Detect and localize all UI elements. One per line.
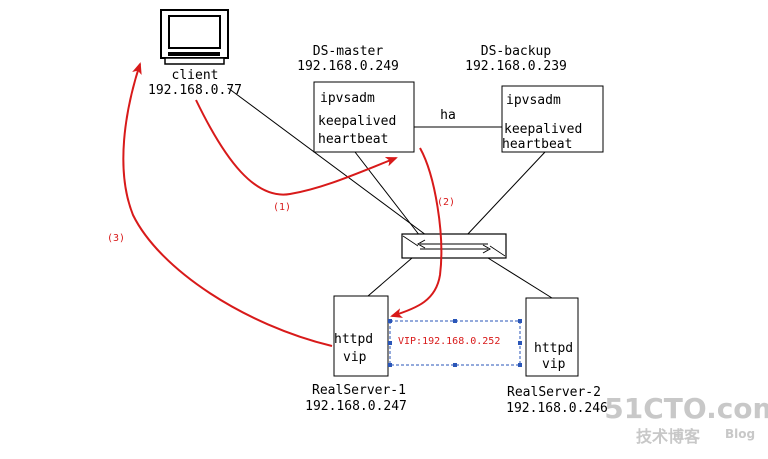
ds-master-line-3: heartbeat (318, 132, 388, 147)
rs2-line-2: vip (542, 357, 566, 372)
watermark-brand: 51CTO.com (604, 392, 768, 425)
rs2-name: RealServer-2 (507, 385, 601, 400)
client-switch-link (227, 87, 431, 239)
flow-label-2: (2) (437, 197, 455, 208)
ds-master-box (313, 81, 415, 153)
ds-backup-line-2: keepalived (504, 122, 582, 137)
ds-backup-line-1: ipvsadm (506, 93, 561, 108)
client-ip: 192.168.0.77 (148, 83, 242, 98)
ds-master-title: DS-master (313, 44, 384, 59)
watermark-sub: 技术博客 (636, 427, 701, 446)
ds-backup-box (501, 85, 604, 153)
rs2-line-1: httpd (534, 341, 573, 356)
ds-master-line-1: ipvsadm (320, 91, 375, 106)
rs1-line-1: httpd (334, 332, 373, 347)
ds-backup-title: DS-backup (481, 44, 552, 59)
vip-label: VIP:192.168.0.252 (398, 336, 500, 347)
rs2-ip: 192.168.0.246 (506, 401, 608, 416)
flow-arrow-2 (390, 147, 443, 318)
ds-backup-ip: 192.168.0.239 (465, 59, 567, 74)
switch-rs2-link (487, 257, 553, 299)
ha-label: ha (440, 108, 456, 123)
monitor-icon (160, 9, 229, 65)
flow-arrow-3 (122, 62, 333, 347)
backup-switch-link (465, 151, 546, 237)
vip-selection-box (388, 319, 522, 367)
rs1-ip: 192.168.0.247 (305, 399, 407, 414)
ds-master-ip: 192.168.0.249 (297, 59, 399, 74)
client-label: client (172, 68, 219, 83)
rs1-line-2: vip (343, 350, 367, 365)
watermark-blog: Blog (725, 427, 755, 441)
ds-backup-line-3: heartbeat (502, 137, 572, 152)
rs1-name: RealServer-1 (312, 383, 406, 398)
ds-master-line-2: keepalived (318, 114, 396, 129)
master-switch-link (354, 151, 421, 237)
switch-icon (401, 233, 507, 259)
flow-label-3: (3) (107, 233, 125, 244)
switch-rs1-link (367, 257, 413, 297)
flow-label-1: (1) (273, 202, 291, 213)
real-server-2-box (525, 297, 579, 377)
flow-arrow-1 (195, 99, 398, 196)
real-server-1-box (333, 295, 389, 377)
